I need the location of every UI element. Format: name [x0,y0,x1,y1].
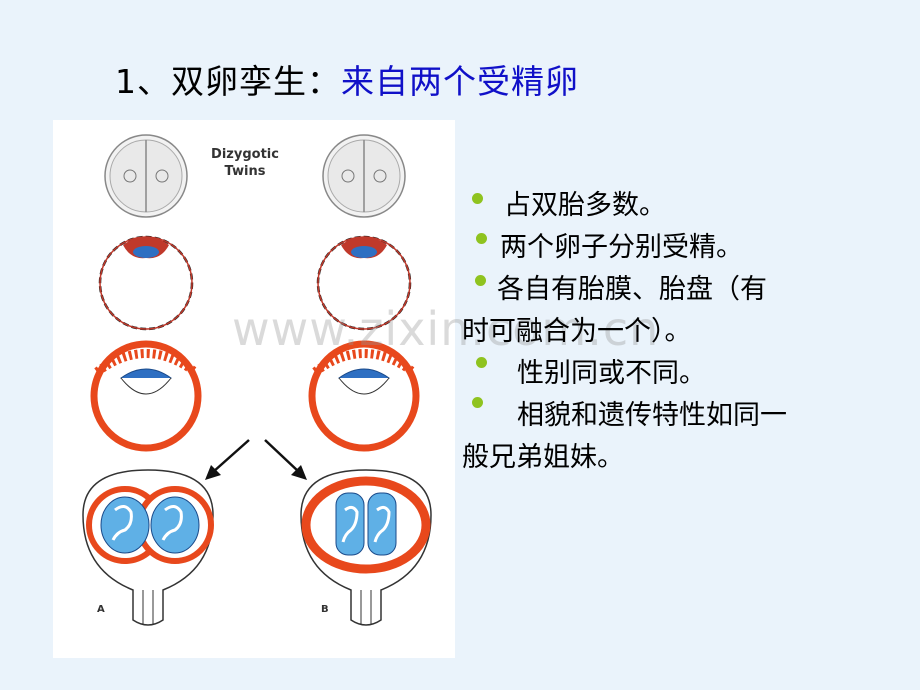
bullet-dot-icon [476,233,487,244]
embryo-diagram: Dizygotic Twins [82,134,432,626]
blastocyst-right [316,235,412,331]
slide-title: 1、双卵孪生：来自两个受精卵 [115,55,579,103]
title-prefix: 1、双卵孪生： [115,62,341,101]
label-a: A [97,604,105,615]
bullet-line-3: 各自有胎膜、胎盘（有 [462,269,882,311]
bullet-line-2: 两个卵子分别受精。 [462,227,882,269]
bullet-line-7: 般兄弟姐妹。 [462,437,882,479]
bullet-list: 占双胎多数。 两个卵子分别受精。 各自有胎膜、胎盘（有 时可融合为一个）。 性别… [462,185,882,479]
arrow-right [264,439,307,480]
title-highlight: 来自两个受精卵 [341,62,579,101]
uterus-b [300,469,432,626]
watermark: www.zixin.com.cn [232,302,660,356]
bullet-dot-icon [472,397,483,408]
zygote-right [322,134,406,218]
bullet-line-6: 相貌和遗传特性如同一 [462,395,882,437]
label-b: B [321,604,329,615]
bullet-line-1: 占双胎多数。 [462,185,882,227]
bullet-dot-icon [475,275,486,286]
bullet-dot-icon [476,357,487,368]
bullet-dot-icon [472,193,483,204]
bullet-text-7: 般兄弟姐妹。 [462,442,624,473]
arrow-left [205,439,250,480]
blastocyst-left [98,235,194,331]
chorion-left [90,340,202,452]
bullet-text-6: 相貌和遗传特性如同一 [517,400,787,431]
dizygotic-twins-figure: Dizygotic Twins [53,120,455,658]
bullet-text-4: 时可融合为一个）。 [462,316,692,347]
uterus-a [82,469,214,626]
zygote-left [104,134,188,218]
caption-line2: Twins [225,164,266,179]
bullet-line-4: 时可融合为一个）。 [462,311,882,353]
chorion-right [308,340,420,452]
bullet-text-3: 各自有胎膜、胎盘（有 [497,274,767,305]
bullet-text-5: 性别同或不同。 [517,358,706,389]
bullet-text-2: 两个卵子分别受精。 [500,232,743,263]
caption-line1: Dizygotic [211,147,279,162]
bullet-line-5: 性别同或不同。 [462,353,882,395]
bullet-text-1: 占双胎多数。 [504,190,666,221]
